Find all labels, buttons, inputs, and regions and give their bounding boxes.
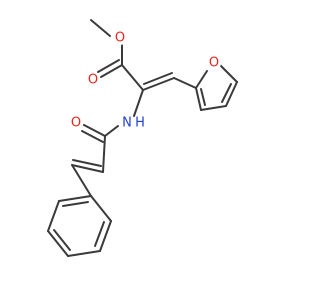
bond-ph-4 xyxy=(47,230,69,257)
amide-hydrogen: H xyxy=(134,116,146,131)
ester-carbonyl-oxygen-label: O xyxy=(88,73,98,88)
amide-nitrogen: N xyxy=(120,116,134,131)
bond-furan-c5-c4-inner xyxy=(221,83,232,103)
bond-furan-c3-c2 xyxy=(195,87,202,111)
bond-ph-inner-2 xyxy=(53,229,71,251)
bond-amide-c-o-b xyxy=(81,130,104,143)
bond-ph-inner-3 xyxy=(62,201,89,207)
bond-alpha-n xyxy=(133,89,144,117)
bond-ester-c-o-double-b xyxy=(97,59,120,73)
bonds xyxy=(47,19,238,257)
amide-hydrogen-label: H xyxy=(135,116,145,131)
molecule-diagram: O O O N H O xyxy=(47,19,238,257)
bond-ph-3 xyxy=(67,250,101,257)
bond-ester-c-o-double-a xyxy=(100,64,123,78)
bond-ph-6 xyxy=(58,195,92,202)
bond-ester-c-alpha-c xyxy=(121,64,144,91)
bond-furan-c4-c3 xyxy=(200,105,227,111)
bond-vinyl-double-a xyxy=(71,164,104,173)
amide-carbonyl-oxygen: O xyxy=(69,116,83,131)
bond-n-amide-c xyxy=(104,125,119,137)
furan-oxygen-label: O xyxy=(209,56,219,71)
bond-methyl-o xyxy=(90,19,111,37)
bond-ph-1 xyxy=(90,195,112,222)
bond-alpha-beta-b xyxy=(143,72,173,85)
bond-furan-o-c5 xyxy=(219,64,238,83)
bond-ph-inner-1 xyxy=(94,221,105,247)
bond-amide-vinyl xyxy=(102,135,106,173)
bond-vinyl-double-b xyxy=(72,159,102,167)
bond-furan-c3-c2-inner xyxy=(200,88,206,106)
bond-furan-c5-c4 xyxy=(225,81,238,107)
bond-amide-c-o-a xyxy=(83,124,106,137)
bond-ph-2 xyxy=(99,220,112,252)
amide-carbonyl-oxygen-label: O xyxy=(71,116,81,131)
bond-alpha-beta-a xyxy=(142,77,175,91)
bond-vinyl-phenyl xyxy=(71,164,92,197)
ester-ether-oxygen: O xyxy=(113,31,127,46)
amide-nitrogen-label: N xyxy=(122,116,132,131)
atom-labels: O O O N H O xyxy=(69,31,221,131)
bond-beta-furan xyxy=(173,77,197,89)
bond-furan-c2-o xyxy=(195,70,208,89)
ester-carbonyl-oxygen: O xyxy=(86,73,100,88)
bond-ph-5 xyxy=(47,200,60,232)
structure-svg: O O O N H O xyxy=(47,19,238,257)
furan-oxygen: O xyxy=(207,56,221,71)
ester-ether-oxygen-label: O xyxy=(115,31,125,46)
